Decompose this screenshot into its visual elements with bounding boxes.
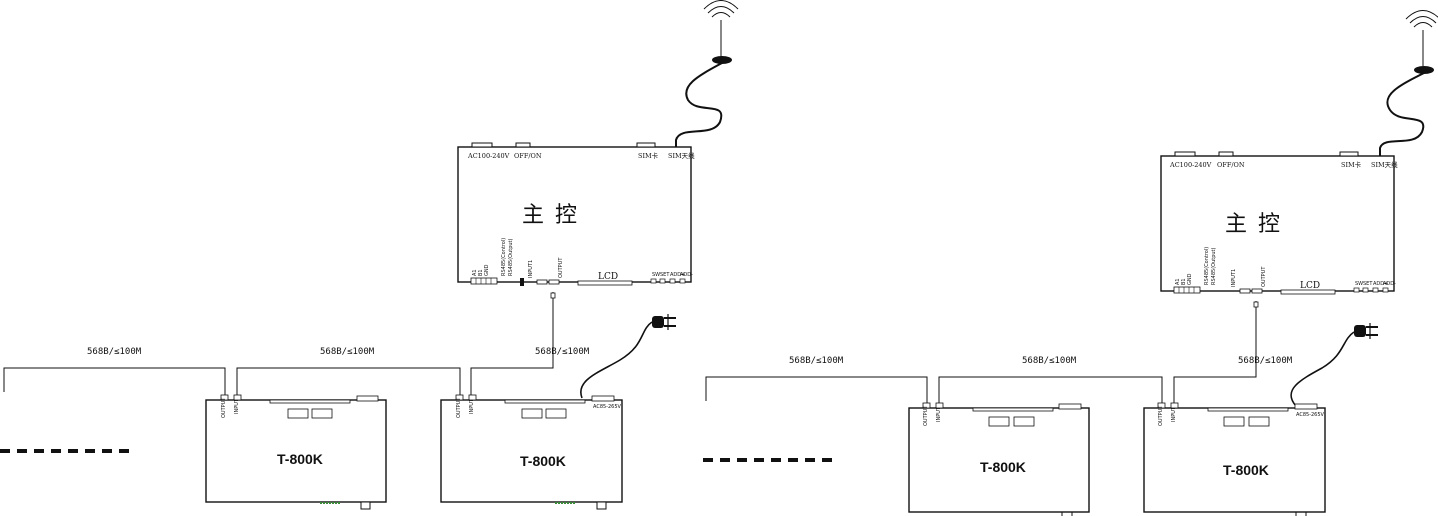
- power-port-label: AC85-265V: [593, 404, 622, 410]
- output-port-label: OUTPUT: [1158, 405, 1164, 426]
- input-port-label: INPUT: [1171, 406, 1177, 422]
- sim-antenna-label: SIM天线: [1371, 160, 1398, 169]
- main-controller-title: 主 控: [1225, 212, 1282, 237]
- unit-model-label: T-800K: [1223, 462, 1269, 478]
- button-add-minus-label: ADD-: [1383, 281, 1396, 287]
- power-input-label: AC100-240V: [1169, 161, 1212, 169]
- power-input-label: AC100-240V: [467, 152, 510, 160]
- antenna-icon: [1379, 10, 1438, 156]
- port-gnd-label: GND: [484, 264, 490, 276]
- port-b1-label: B1: [1181, 278, 1187, 285]
- t800k-unit: OUTPUT INPUT AC85-265V T-800K: [440, 394, 623, 510]
- net-input-label: INPUT1: [1231, 269, 1237, 287]
- port-a1-label: A1: [472, 269, 478, 276]
- lcd-label: LCD: [1300, 281, 1320, 291]
- input-port-label: INPUT: [936, 406, 942, 422]
- net-output-label: OUTPUT: [558, 257, 564, 278]
- button-sw-label: SW: [1355, 281, 1363, 287]
- output-port-label: OUTPUT: [221, 397, 227, 418]
- sim-card-label: SIM卡: [638, 151, 659, 160]
- input-port-label: INPUT: [469, 398, 475, 414]
- main-controller-box: AC100-240V OFF/ON SIM卡 SIM天线 主 控 A1 B1 G…: [1160, 151, 1398, 295]
- button-set-label: SET: [1363, 281, 1373, 287]
- power-port-label: AC85-265V: [1296, 412, 1325, 418]
- rs485-output-label: RS485(Output): [1211, 247, 1217, 285]
- cable-length-label-1: 568B/≤100M: [87, 347, 142, 357]
- input-port-label: INPUT: [234, 398, 240, 414]
- switch-label: OFF/ON: [514, 152, 542, 160]
- t800k-unit: OUTPUT INPUT T-800K: [205, 394, 387, 510]
- cable-main-to-unit2: [1173, 301, 1257, 406]
- power-plug-icon: [580, 314, 676, 399]
- port-a1-label: A1: [1175, 278, 1181, 285]
- output-port-label: OUTPUT: [456, 397, 462, 418]
- unit-model-label: T-800K: [277, 451, 323, 467]
- t800k-unit: OUTPUT INPUT T-800K: [908, 402, 1090, 516]
- button-add-minus-label: ADD-: [680, 272, 693, 278]
- main-controller-box: AC100-240V OFF/ON SIM卡 SIM天线 主 控 A1 B1 G…: [457, 142, 695, 286]
- button-set-label: SET: [660, 272, 670, 278]
- unit-model-label: T-800K: [520, 453, 566, 469]
- cable-unit2-to-unit1: [236, 367, 461, 400]
- cable-length-label-3: 568B/≤100M: [1238, 356, 1293, 366]
- rs485-output-label: RS485(Output): [508, 238, 514, 276]
- unit-model-label: T-800K: [980, 459, 1026, 475]
- output-port-label: OUTPUT: [923, 405, 929, 426]
- sim-antenna-label: SIM天线: [668, 151, 695, 160]
- rs485-control-label: RS485(Control): [1204, 247, 1210, 285]
- cable-main-to-unit2: [470, 292, 554, 400]
- cable-unit2-to-unit1: [938, 376, 1163, 406]
- cable-length-label-1: 568B/≤100M: [789, 356, 844, 366]
- net-input-label: INPUT1: [528, 260, 534, 278]
- button-add-plus-label: ADD+: [670, 272, 685, 278]
- button-sw-label: SW: [652, 272, 660, 278]
- port-gnd-label: GND: [1187, 273, 1193, 285]
- cable-length-label-3: 568B/≤100M: [535, 347, 590, 357]
- cable-length-label-2: 568B/≤100M: [320, 347, 375, 357]
- t800k-unit: OUTPUT INPUT AC85-265V T-800K: [1143, 402, 1326, 516]
- power-plug-icon: [1290, 323, 1378, 407]
- rs485-control-label: RS485(Control): [501, 238, 507, 276]
- main-controller-title: 主 控: [522, 203, 579, 228]
- sim-card-label: SIM卡: [1341, 160, 1362, 169]
- button-add-plus-label: ADD+: [1373, 281, 1388, 287]
- port-b1-label: B1: [478, 269, 484, 276]
- net-output-label: OUTPUT: [1261, 266, 1267, 287]
- lcd-label: LCD: [598, 272, 618, 282]
- cable-length-label-2: 568B/≤100M: [1022, 356, 1077, 366]
- switch-label: OFF/ON: [1217, 161, 1245, 169]
- antenna-icon: [675, 0, 739, 148]
- cable-unit1-to-chain: [3, 367, 226, 400]
- cable-unit1-to-chain: [705, 376, 928, 406]
